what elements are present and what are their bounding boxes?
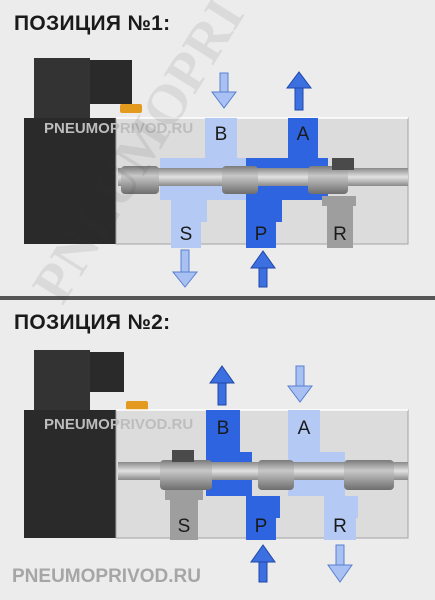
- valve-position-2: B A S P R: [24, 350, 409, 583]
- port-S-label: S: [178, 516, 191, 537]
- watermark-text: PNEUMOPRIVOD.RU: [44, 416, 194, 433]
- spool: [118, 450, 408, 490]
- manual-override-tab: [120, 104, 142, 113]
- position-2-title: ПОЗИЦИЯ №2:: [14, 311, 171, 334]
- spool: [118, 158, 408, 194]
- arrow-down-icon: [327, 544, 353, 583]
- arrow-up-icon: [286, 71, 312, 111]
- port-A-label: A: [298, 418, 311, 439]
- arrow-down-icon: [171, 249, 199, 288]
- port-P-label: P: [255, 224, 268, 245]
- port-S-channel: [170, 496, 198, 540]
- watermark-text: PNEUMOPRIVOD.RU: [44, 120, 194, 137]
- port-R-channel: [327, 200, 353, 248]
- port-P-channel: [246, 222, 276, 248]
- port-B-label: B: [217, 418, 230, 439]
- port-P-label: P: [255, 516, 268, 537]
- port-S-channel: [171, 222, 201, 248]
- position-1-title: ПОЗИЦИЯ №1:: [14, 12, 171, 35]
- solenoid-connector: [34, 58, 90, 120]
- port-R-label: R: [333, 516, 347, 537]
- arrow-down-icon: [211, 72, 237, 109]
- solenoid-plug: [90, 352, 124, 392]
- port-R-channel: [324, 518, 356, 540]
- manual-override-tab: [126, 401, 148, 410]
- valve-position-1: B A S P R: [24, 58, 409, 288]
- section-divider: [0, 296, 435, 300]
- arrow-up-icon: [250, 544, 276, 583]
- port-P-channel: [246, 518, 276, 540]
- solenoid-plug: [90, 60, 132, 104]
- arrow-up-icon: [250, 250, 276, 288]
- footer-watermark: PNEUMOPRIVOD.RU: [12, 566, 201, 587]
- port-A-label: A: [297, 124, 310, 145]
- port-B-label: B: [215, 124, 228, 145]
- port-R-label: R: [333, 224, 347, 245]
- solenoid-coil: [24, 118, 120, 244]
- solenoid-coil: [24, 410, 120, 538]
- port-S-label: S: [180, 224, 193, 245]
- arrow-down-icon: [287, 365, 313, 403]
- solenoid-connector: [34, 350, 90, 412]
- arrow-up-icon: [209, 365, 235, 406]
